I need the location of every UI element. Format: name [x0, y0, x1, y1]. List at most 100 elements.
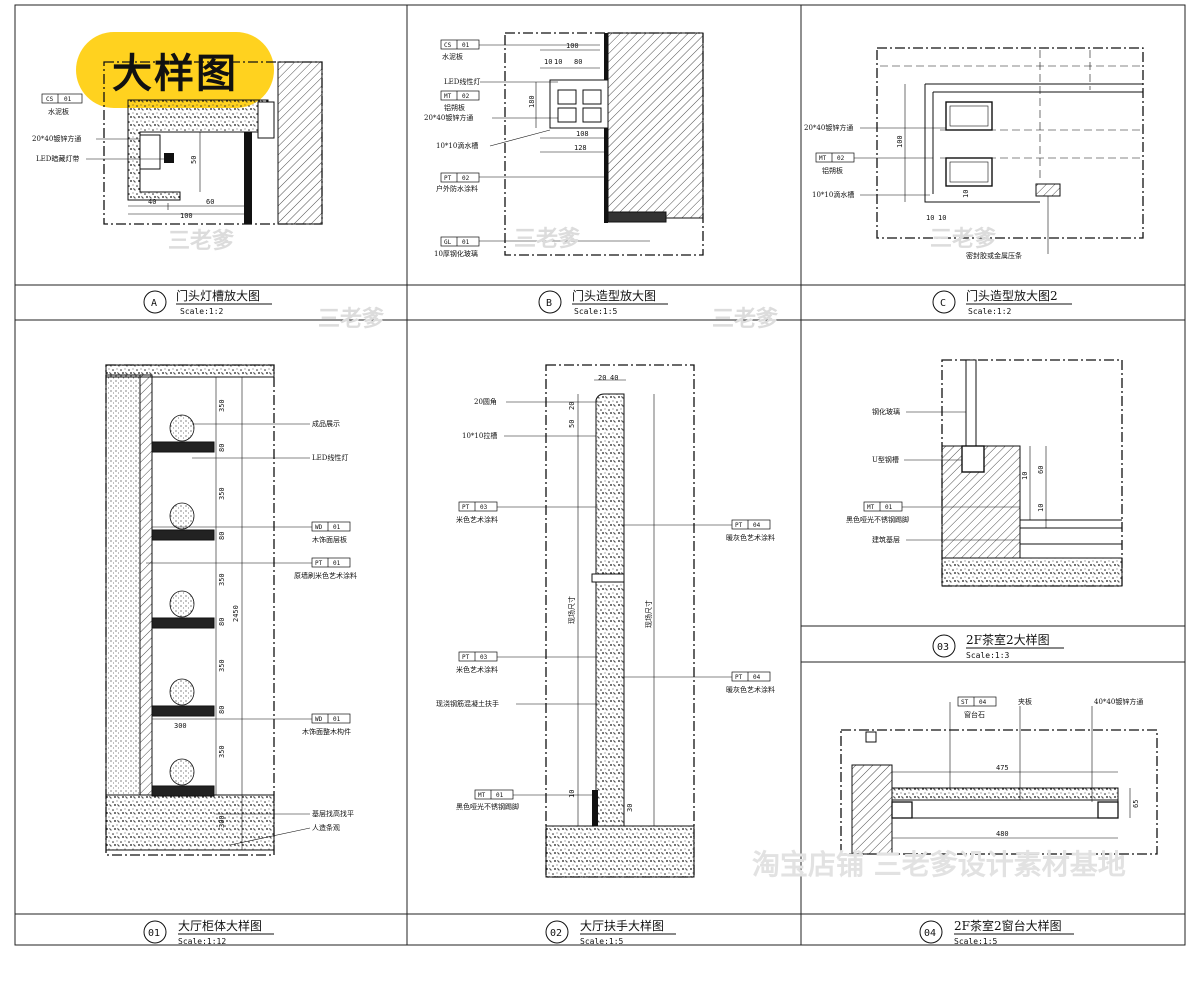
- dim-label: 350: [218, 573, 226, 586]
- callout-label: 10*10滴水槽: [812, 190, 854, 199]
- svg-text:CS: CS: [46, 96, 54, 103]
- callout-label: 10*10滴水槽: [436, 141, 478, 150]
- steel-tube-4: [582, 107, 602, 123]
- detail-number: 02: [550, 928, 562, 939]
- dim-label: 80: [218, 444, 226, 452]
- svg-text:CS: CS: [444, 42, 452, 49]
- detail-scale: Scale:1:2: [180, 307, 224, 316]
- detail-number: A: [151, 298, 157, 309]
- svg-text:木饰面整木构件: 木饰面整木构件: [302, 727, 351, 736]
- svg-text:04: 04: [753, 674, 761, 681]
- dim-label: 30: [626, 804, 634, 812]
- dim-label: 100: [566, 42, 579, 50]
- svg-text:01: 01: [496, 792, 504, 799]
- floor-base: [545, 825, 695, 878]
- dim-label: 128: [574, 144, 587, 152]
- svg-text:04: 04: [979, 699, 987, 706]
- kick-plate: [592, 790, 598, 826]
- detail-number: 04: [924, 928, 936, 939]
- dim-label: 475: [996, 764, 1009, 772]
- svg-text:黑色哑光不锈钢踢脚: 黑色哑光不锈钢踢脚: [456, 802, 519, 811]
- dim-label: 108: [576, 130, 589, 138]
- dim-label: 300: [174, 722, 187, 730]
- detail-number: 03: [937, 642, 949, 653]
- svg-text:MT: MT: [444, 93, 452, 100]
- detail-a: 50 40 60 100 CS 01 水泥板 20*40镀锌方通 LED暗藏灯带…: [32, 61, 323, 316]
- dim-label: 350: [218, 745, 226, 758]
- callout-label: 20圆角: [474, 397, 497, 406]
- material-tag: PT 01 原墙刷米色艺术涂料: [294, 557, 357, 580]
- wall-section: [607, 32, 704, 219]
- svg-text:01: 01: [333, 560, 341, 567]
- detail-c: 100 10 10 10 20*40镀锌方通 MT 02 铝朔板 10*10滴水…: [804, 47, 1144, 316]
- callout-label: 基层找高找平: [312, 809, 354, 818]
- svg-text:01: 01: [462, 42, 470, 49]
- callout-label: LED暗藏灯带: [36, 154, 79, 163]
- detail-drawing-badge: 大样图: [76, 32, 274, 108]
- detail-title: 大厅柜体大样图: [178, 918, 262, 933]
- dim-label: 60: [1037, 466, 1045, 474]
- steel-tube-3: [557, 107, 577, 123]
- svg-text:黑色哑光不锈钢踢脚: 黑色哑光不锈钢踢脚: [846, 515, 909, 524]
- viewport-boundary: [840, 729, 1158, 855]
- material-tag: MT 01 黑色哑光不锈钢踢脚: [846, 501, 909, 524]
- svg-text:01: 01: [333, 524, 341, 531]
- detail-02: 20 40 20 50 现场尺寸 现场尺寸 10 30 20圆角 10*10拉槽…: [436, 364, 775, 946]
- dim-label: 10: [1037, 504, 1045, 512]
- svg-text:MT: MT: [478, 792, 486, 799]
- material-tag: ST 04 窗台石: [957, 696, 997, 719]
- svg-text:02: 02: [837, 155, 845, 162]
- viewport-boundary: [876, 47, 1144, 239]
- steel-tube-2: [945, 157, 993, 187]
- ground-base: [941, 557, 1123, 587]
- detail-number: B: [546, 298, 552, 309]
- material-tag: CS 01 水泥板: [41, 93, 83, 116]
- dim-label: 100: [180, 212, 193, 220]
- dim-label: 100: [896, 135, 904, 148]
- material-tag: GL 01 10厚钢化玻璃: [434, 236, 480, 258]
- dim-label: 2450: [232, 605, 240, 622]
- callout-label: 钢化玻璃: [872, 407, 900, 416]
- detail-scale: Scale:1:5: [580, 937, 624, 946]
- callout-label: U型钢槽: [872, 455, 899, 464]
- callout-label: 20*40镀锌方通: [32, 134, 81, 143]
- svg-text:铝朔板: 铝朔板: [444, 103, 465, 112]
- svg-text:01: 01: [462, 239, 470, 246]
- dim-label: 350: [218, 399, 226, 412]
- watermark: 三老爹 三老爹 三老爹 三老爹 三老爹 淘宝店铺 三老爹设计素材基地: [168, 226, 1126, 881]
- window-sill-stone: [891, 787, 1119, 801]
- svg-text:03: 03: [480, 504, 488, 511]
- svg-text:MT: MT: [867, 504, 875, 511]
- steel-tube: [557, 89, 577, 105]
- shelves: [151, 441, 215, 797]
- dim-label: 300: [218, 815, 226, 828]
- viewport-boundary: [103, 61, 323, 225]
- dim-label: 80: [574, 58, 582, 66]
- callout-label: 成品展示: [312, 419, 340, 428]
- wall-section: [851, 764, 893, 855]
- svg-text:三老爹: 三老爹: [318, 306, 385, 332]
- detail-scale: Scale:1:5: [574, 307, 618, 316]
- detail-number: C: [940, 298, 946, 309]
- aluminium-panel: [924, 83, 1143, 203]
- dim-label: 10: [1021, 472, 1029, 480]
- wall-section: [277, 61, 323, 225]
- material-tag: PT 03 米色艺术涂料: [456, 501, 498, 524]
- callout-label: LED线性灯: [312, 453, 348, 462]
- dim-label: 50: [568, 420, 576, 428]
- steel-tube-2: [582, 89, 602, 105]
- svg-text:水泥板: 水泥板: [48, 107, 69, 116]
- svg-text:暖灰色艺术涂料: 暖灰色艺术涂料: [726, 685, 775, 694]
- material-tag: PT 03 米色艺术涂料: [456, 651, 498, 674]
- svg-text:01: 01: [64, 96, 72, 103]
- svg-text:原墙刷米色艺术涂料: 原墙刷米色艺术涂料: [294, 571, 357, 580]
- dim-label: 80: [218, 618, 226, 626]
- svg-text:暖灰色艺术涂料: 暖灰色艺术涂料: [726, 533, 775, 542]
- svg-text:淘宝店铺 三老爹设计素材基地: 淘宝店铺 三老爹设计素材基地: [752, 848, 1126, 881]
- callout-label: 建筑基层: [872, 535, 900, 544]
- dim-label: 60: [206, 198, 214, 206]
- seal-strip: [1035, 183, 1061, 197]
- svg-text:WD: WD: [315, 716, 323, 723]
- svg-text:PT: PT: [735, 522, 743, 529]
